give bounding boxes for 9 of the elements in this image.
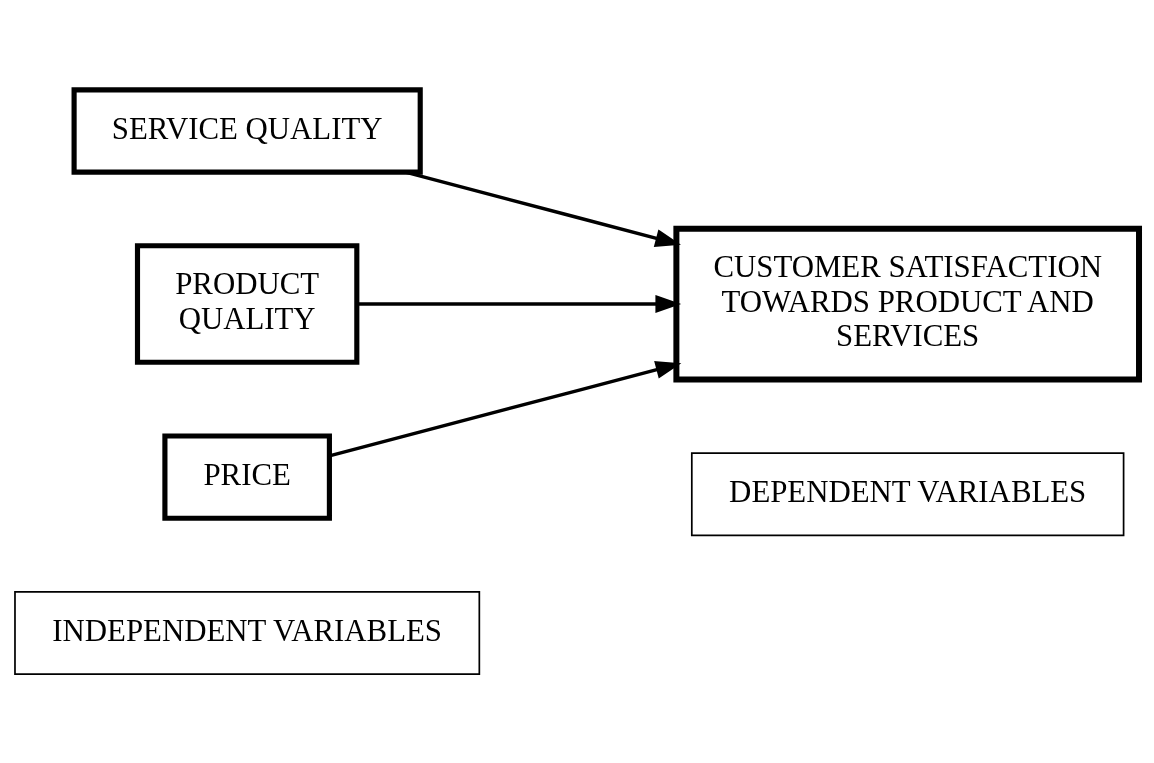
node-box: INDEPENDENT VARIABLES <box>14 590 481 675</box>
node-box: PRICE <box>162 432 332 521</box>
node-box: DEPENDENT VARIABLES <box>690 451 1125 536</box>
arrow <box>405 170 681 247</box>
arrow <box>357 294 682 313</box>
arrow <box>329 360 682 458</box>
node-box: PRODUCT QUALITY <box>134 242 360 365</box>
node-box: SERVICE QUALITY <box>71 86 423 175</box>
node-box: CUSTOMER SATISFACTION TOWARDS PRODUCT AND SERVICES <box>673 225 1142 382</box>
